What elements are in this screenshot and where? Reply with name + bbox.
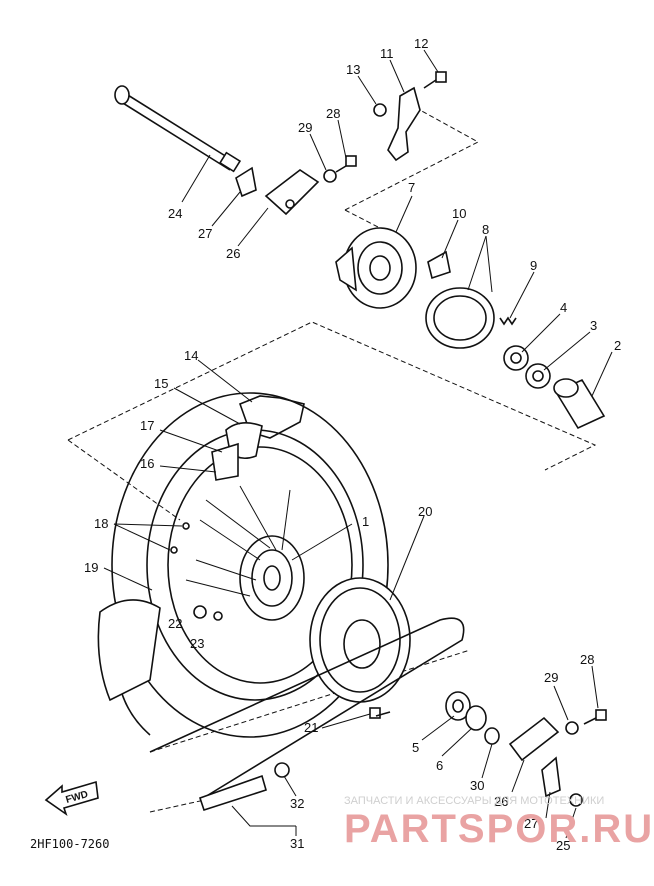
callout-10: 10 [452,206,466,221]
bolt-12 [423,71,447,89]
nut-13 [373,103,387,117]
brake-shoe-plate [335,227,417,309]
brake-camshaft [427,250,451,280]
nut-25 [569,793,583,807]
callout-1: 1 [362,514,369,529]
callout-19: 19 [84,560,98,575]
sprocket-dashed-outline [149,649,471,813]
callout-11: 11 [380,46,394,61]
callout-7: 7 [408,180,415,195]
callout-26: 26 [226,246,240,261]
bearing-5 [445,691,471,721]
nut-29 [323,169,337,183]
watermark-text: ЗАПЧАСТИ И АКСЕССУАРЫ ДЛЯ МОТОТЕХНИКИ [344,795,604,807]
callout-18: 18 [94,516,108,531]
callout-3: 3 [590,318,597,333]
callout-13: 13 [346,62,360,77]
nipple-22 [193,605,207,619]
callout-25: 25 [556,838,570,853]
callout-14: 14 [184,348,198,363]
callout-27: 27 [198,226,212,241]
nipple-23 [213,611,223,621]
chain-adjuster-plate [235,166,257,198]
callout-17: 17 [140,418,154,433]
callout-21: 21 [304,720,318,735]
leader-lines [103,49,613,839]
rim-lock [211,442,239,481]
brake-arm [387,86,421,162]
callout-22: 22 [168,616,182,631]
nut-29-lower [565,721,579,735]
bolt-21 [369,707,391,719]
fwd-arrow: FWD [44,780,99,817]
callout-numbers: 1 2 3 4 5 6 7 8 9 10 11 12 13 14 15 16 1… [84,36,621,853]
top-dashed-outline [344,109,480,229]
callout-28: 28 [326,106,340,121]
brake-shoes [425,287,495,349]
chain-puller-block-lower [508,716,560,762]
callout-5: 5 [412,740,419,755]
callout-26-lower: 26 [494,794,508,809]
shoe-spring [499,316,517,326]
callout-31: 31 [290,836,304,851]
callout-9: 9 [530,258,537,273]
spokes [185,485,291,597]
hub-dashed-outline [67,321,597,521]
callout-24: 24 [168,206,182,221]
part-code: 2HF100-7260 [30,837,109,851]
watermark-logo: PARTSPOR.RU [344,807,654,851]
callout-15: 15 [154,376,168,391]
callout-12: 12 [414,36,428,51]
callout-4: 4 [560,300,567,315]
chain-puller-block [264,169,320,216]
callout-23: 23 [190,636,204,651]
spoke-nipple-18b [170,546,178,554]
rear-sprocket [309,577,411,703]
bolt-28 [335,155,357,173]
adjuster-plate-lower [541,756,561,798]
callout-29: 29 [298,120,312,135]
callout-6: 6 [436,758,443,773]
drive-chain [149,617,465,801]
callout-2: 2 [614,338,621,353]
spoke-nipple-18a [182,522,190,530]
callout-30: 30 [470,778,484,793]
callout-16: 16 [140,456,154,471]
callout-28-lower: 28 [580,652,594,667]
callout-8: 8 [482,222,489,237]
callout-29-lower: 29 [544,670,558,685]
collar-6 [465,705,487,731]
collar-2 [553,378,606,430]
washer-30 [484,727,500,745]
chain-joint-32 [274,762,290,778]
axle-shaft [114,85,242,173]
bolt-28-lower [583,709,607,725]
callout-27-lower: 27 [524,816,538,831]
chain-links [198,774,267,812]
callout-20: 20 [418,504,432,519]
callout-32: 32 [290,796,304,811]
